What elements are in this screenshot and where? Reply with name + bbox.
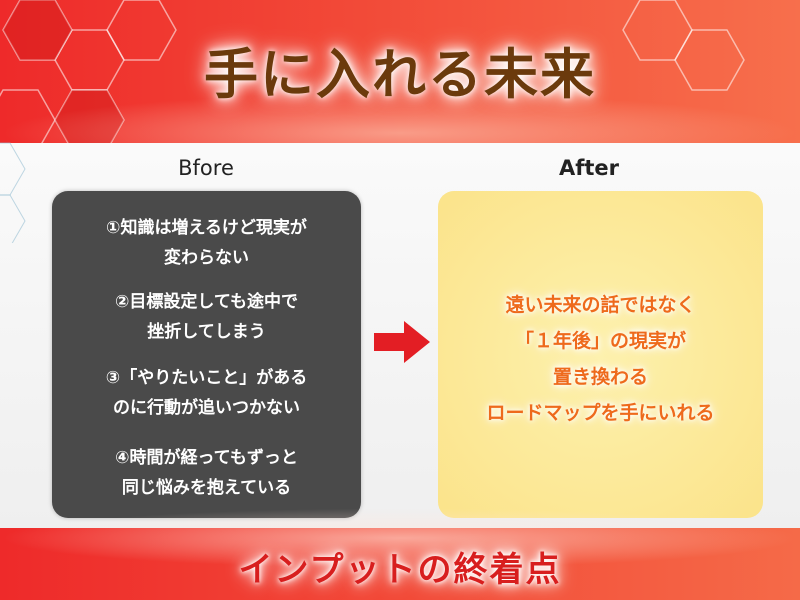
after-label: After: [558, 156, 620, 180]
page-title: 手に入れる未来: [204, 43, 596, 106]
before-item-4: ④時間が経ってもずっと 同じ悩みを抱えている: [52, 443, 361, 503]
after-line-4: ロードマップを手にいれる: [486, 402, 715, 424]
after-line-2: 「１年後」の現実が: [514, 330, 686, 352]
before-item-1-line-1: ①知識は増えるけど現実が: [106, 218, 307, 238]
footer-glow: [0, 508, 800, 568]
before-item-2: ②目標設定しても途中で 挫折してしまう: [52, 287, 361, 347]
before-item-4-line-1: ④時間が経ってもずっと: [115, 448, 298, 468]
footer-title: インプットの終着点: [238, 550, 562, 590]
before-label: Bfore: [178, 156, 234, 180]
before-item-3-line-2: のに行動が追いつかない: [113, 398, 300, 418]
header-glow: [0, 93, 800, 143]
right-arrow-icon: [374, 321, 430, 363]
footer-band: インプットの終着点: [0, 508, 800, 600]
before-item-3-line-1: ③「やりたいこと」がある: [105, 368, 308, 388]
after-line-1: 遠い未来の話ではなく: [505, 294, 696, 316]
after-line-3: 置き換わる: [552, 366, 648, 388]
after-message: 遠い未来の話ではなく 「１年後」の現実が 置き換わる ロードマップを手にいれる: [438, 287, 763, 431]
before-item-3: ③「やりたいこと」がある のに行動が追いつかない: [52, 363, 361, 423]
before-item-1: ①知識は増えるけど現実が 変わらない: [52, 213, 361, 273]
hexagon-line-decoration: [0, 142, 26, 243]
before-item-4-line-2: 同じ悩みを抱えている: [121, 478, 292, 498]
before-item-2-line-1: ②目標設定しても途中で: [114, 292, 299, 312]
header-band: 手に入れる未来: [0, 0, 800, 143]
after-panel: 遠い未来の話ではなく 「１年後」の現実が 置き換わる ロードマップを手にいれる: [438, 191, 763, 518]
before-item-2-line-2: 挫折してしまう: [147, 322, 266, 342]
before-panel: ①知識は増えるけど現実が 変わらない ②目標設定しても途中で 挫折してしまう ③…: [52, 191, 361, 518]
before-item-1-line-2: 変わらない: [164, 248, 249, 268]
